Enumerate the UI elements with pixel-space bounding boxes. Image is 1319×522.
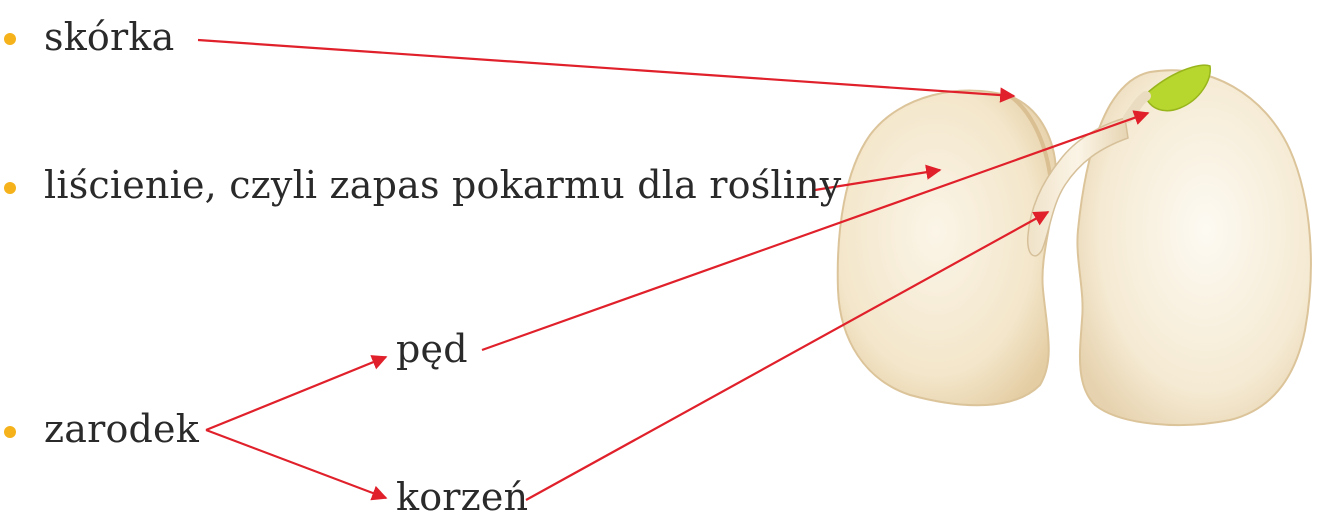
- bullet-skin: [4, 33, 16, 45]
- label-shoot: pęd: [396, 330, 468, 368]
- label-root: korzeń: [396, 478, 528, 516]
- label-skin: skórka: [44, 18, 174, 56]
- arrow-embryo-to-shoot: [206, 357, 386, 430]
- seed-left-cotyledon: [838, 91, 1056, 406]
- label-embryo: zarodek: [44, 410, 199, 448]
- arrow-skin: [198, 40, 1014, 96]
- arrow-embryo-to-root: [206, 430, 386, 498]
- bullet-embryo: [4, 426, 16, 438]
- bullet-cotyledons: [4, 182, 16, 194]
- label-cotyledons: liścienie, czyli zapas pokarmu dla rośli…: [44, 166, 841, 204]
